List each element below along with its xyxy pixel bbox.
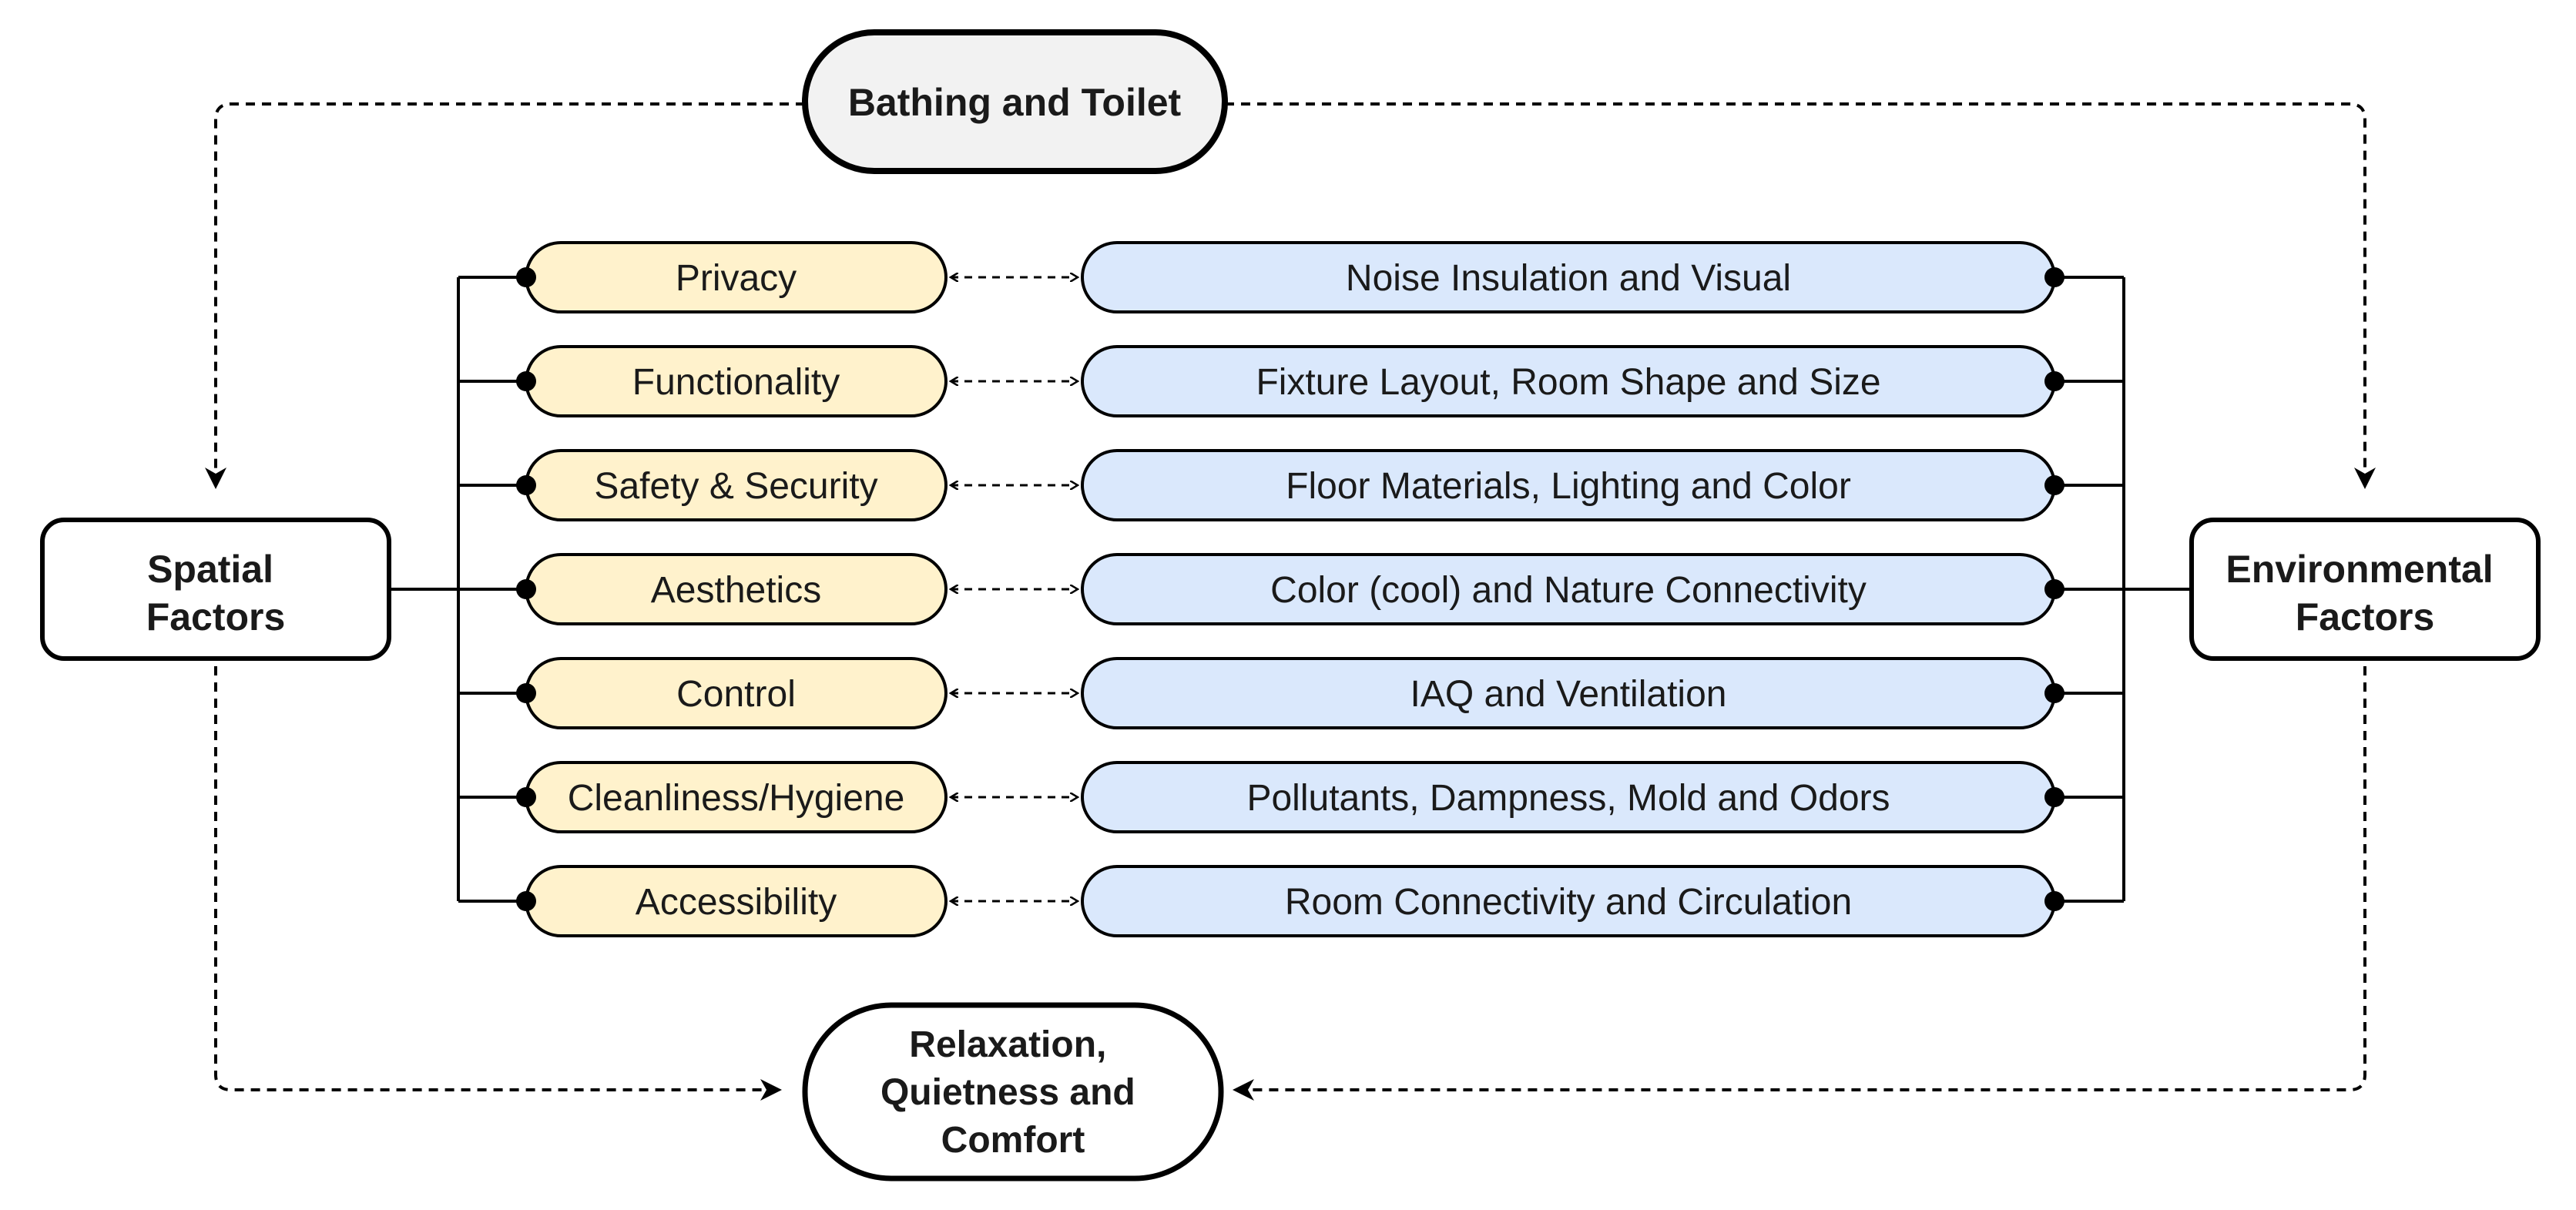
top-node: Bathing and Toilet [802, 29, 1228, 174]
outer-connectors [205, 102, 2376, 1101]
spatial-connector-dot [516, 475, 536, 495]
spatial-factors-line-2: Factors [146, 595, 286, 639]
spatial-connector-dot [516, 683, 536, 703]
spatial-connector-dot [516, 267, 536, 287]
outcome-line-3: Comfort [941, 1120, 1085, 1161]
environmental-connector-dot [2044, 683, 2064, 703]
outcome-line-1: Relaxation, [909, 1024, 1106, 1065]
spatial-factor-label: Aesthetics [651, 570, 821, 611]
spatial-factor-label: Cleanliness/Hygiene [568, 778, 905, 819]
spatial-connector-dot [516, 891, 536, 911]
environmental-factors-label: Environmental Factors [2225, 548, 2504, 639]
environmental-factor-label: Noise Insulation and Visual [1346, 258, 1791, 299]
environmental-factors-line-2: Factors [2296, 595, 2435, 639]
factor-row: Privacy Noise Insulation and Visual [458, 241, 2124, 313]
factor-row: Aesthetics Color (cool) and Nature Connec… [458, 553, 2124, 625]
factor-row: Functionality Fixture Layout, Room Shape … [458, 345, 2124, 417]
top-node-label: Bathing and Toilet [848, 81, 1182, 124]
connector-spatial-to-bottom [214, 666, 782, 1101]
outcome-node: Relaxation, Quietness and Comfort [802, 1002, 1224, 1182]
factor-row: Cleanliness/Hygiene Pollutants, Dampness,… [458, 761, 2124, 833]
environmental-connector-dot [2044, 475, 2064, 495]
outcome-line-2: Quietness and [880, 1072, 1135, 1113]
spatial-connector-dot [516, 371, 536, 391]
spatial-factor-label: Privacy [676, 258, 797, 299]
environmental-connector-dot [2044, 371, 2064, 391]
environmental-factor-label: Pollutants, Dampness, Mold and Odors [1246, 778, 1890, 819]
spatial-connector-dot [516, 787, 536, 807]
environmental-connector-dot [2044, 787, 2064, 807]
environmental-connector-dot [2044, 579, 2064, 599]
environmental-factor-label: Room Connectivity and Circulation [1285, 882, 1852, 923]
spatial-factors-line-1: Spatial [147, 548, 273, 591]
environmental-factors-node: Environmental Factors [2189, 518, 2541, 661]
environmental-factor-label: IAQ and Ventilation [1410, 674, 1727, 715]
factor-row: Control IAQ and Ventilation [458, 657, 2124, 729]
environmental-factor-label: Fixture Layout, Room Shape and Size [1256, 362, 1880, 403]
factor-rows: Privacy Noise Insulation and VisualFuncti… [458, 241, 2124, 937]
environmental-factors-line-1: Environmental [2225, 548, 2493, 591]
connector-environmental-to-bottom [1233, 666, 2366, 1101]
factor-row: Safety & Security Floor Materials, Lighti… [458, 449, 2124, 521]
spatial-factor-label: Safety & Security [594, 466, 877, 507]
factor-row: Accessibility Room Connectivity and Circu… [458, 865, 2124, 937]
spatial-connector-dot [516, 579, 536, 599]
environmental-factor-label: Floor Materials, Lighting and Color [1286, 466, 1851, 507]
environmental-factor-label: Color (cool) and Nature Connectivity [1270, 570, 1867, 611]
connector-top-to-spatial [205, 102, 805, 489]
environmental-connector-dot [2044, 891, 2064, 911]
outcome-label: Relaxation, Quietness and Comfort [880, 1024, 1145, 1161]
spatial-factors-label: Spatial Factors [146, 548, 286, 639]
spatial-factor-label: Functionality [632, 362, 840, 403]
environmental-connector-dot [2044, 267, 2064, 287]
spatial-factor-label: Accessibility [636, 882, 837, 923]
connector-top-to-environmental [1225, 102, 2376, 489]
spatial-factor-label: Control [676, 674, 796, 715]
spatial-factors-node: Spatial Factors [40, 518, 391, 661]
